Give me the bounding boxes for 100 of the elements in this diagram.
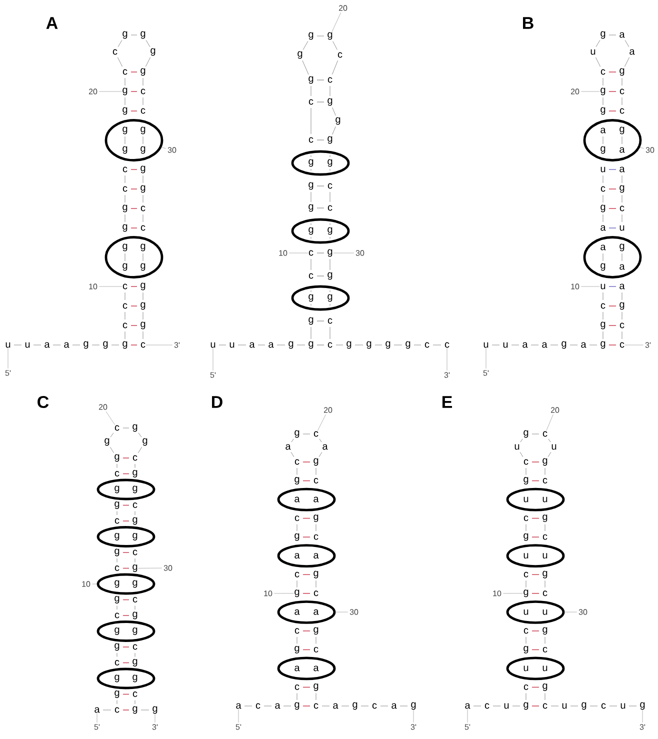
leader-line: [580, 286, 600, 287]
position-number: 30: [578, 609, 588, 615]
nucleotide-letter: c: [542, 646, 548, 652]
nucleotide-letter: c: [140, 342, 146, 348]
nucleotide-letter: c: [424, 342, 430, 348]
nucleotide-letter: g: [132, 659, 138, 666]
nucleotide-letter: g: [411, 702, 416, 710]
nucleotide-letter: g: [314, 514, 318, 522]
nucleotide-letter: a: [322, 444, 328, 450]
nucleotide-letter: g: [352, 702, 358, 710]
position-number: 20: [550, 407, 560, 413]
nucleotide-letter: a: [620, 32, 625, 38]
circled-base-pair: u u: [506, 600, 565, 624]
circled-base-pair: g g: [96, 668, 156, 690]
nucleotide-letter: c: [338, 52, 342, 58]
leader-line: [288, 252, 308, 254]
nucleotide-letter: g: [524, 646, 528, 654]
nucleotide-letter: g: [142, 438, 148, 446]
nucleotide-letter: c: [524, 459, 528, 465]
leader-line: [274, 593, 294, 594]
nucleotide-letter: c: [524, 516, 528, 522]
nucleotide-letter: c: [114, 518, 120, 524]
nucleotide-letter: c: [132, 644, 138, 650]
nucleotide-letter: g: [132, 564, 138, 572]
circled-base-pair: u u: [506, 656, 565, 680]
position-number: 10: [82, 581, 90, 587]
nucleotide-letter: g: [542, 627, 548, 635]
nucleotide-letter: c: [114, 612, 120, 618]
nucleotide-letter: c: [294, 516, 300, 522]
circled-base-pair: g g: [96, 526, 156, 548]
nucleotide-letter: u: [503, 342, 508, 348]
strand-end-label: 3': [174, 342, 180, 348]
leader-line: [580, 91, 600, 92]
nucleotide-letter: g: [114, 454, 120, 462]
nucleotide-letter: g: [294, 646, 300, 654]
nucleotide-letter: c: [600, 186, 606, 192]
nucleotide-letter: a: [275, 703, 280, 709]
nucleotide-letter: a: [630, 49, 635, 55]
circled-base-pair: g g: [96, 573, 156, 595]
strand-end-label: 5': [210, 372, 216, 378]
position-number: 30: [350, 609, 358, 615]
leader-line: [98, 286, 122, 287]
nucleotide-letter: c: [112, 49, 118, 55]
nucleotide-letter: g: [132, 612, 138, 620]
nucleotide-letter: a: [286, 444, 291, 450]
nucleotide-letter: g: [600, 322, 606, 330]
nucleotide-letter: c: [132, 550, 138, 556]
nucleotide-letter: c: [132, 455, 138, 461]
nucleotide-letter: g: [294, 590, 300, 598]
nucleotide-letter: c: [314, 646, 318, 652]
nucleotide-letter: g: [600, 31, 606, 39]
nucleotide-letter: c: [620, 206, 624, 212]
nucleotide-letter: g: [336, 117, 340, 125]
nucleotide-letter: g: [562, 341, 566, 349]
nucleotide-letter: a: [581, 342, 586, 348]
nucleotide-letter: g: [294, 430, 300, 438]
nucleotide-letter: g: [542, 514, 548, 522]
position-number: 30: [646, 147, 654, 153]
strand-end-label: 5': [236, 724, 242, 730]
nucleotide-letter: g: [346, 341, 352, 349]
nucleotide-letter: c: [256, 703, 260, 709]
nucleotide-letter: u: [6, 342, 10, 348]
nucleotide-letter: c: [484, 703, 490, 709]
circled-base-pair: g g: [291, 285, 350, 311]
circled-base-pair: a a: [277, 544, 336, 568]
nucleotide-letter: a: [392, 703, 397, 709]
nucleotide-letter: g: [114, 643, 120, 651]
nucleotide-letter: g: [150, 48, 156, 56]
nucleotide-letter: u: [552, 444, 556, 450]
leader-line: [446, 348, 448, 371]
leader-line: [96, 713, 98, 723]
nucleotide-letter: g: [542, 458, 548, 466]
nucleotide-letter: c: [122, 69, 128, 75]
position-number: 20: [98, 404, 108, 410]
nucleotide-letter: c: [122, 284, 128, 290]
nucleotide-letter: g: [103, 341, 108, 349]
leader-line: [212, 348, 214, 371]
nucleotide-letter: c: [328, 342, 332, 348]
position-number: 30: [168, 147, 176, 153]
nucleotide-letter: g: [298, 51, 302, 59]
strand-end-label: 3': [410, 724, 416, 730]
nucleotide-letter: c: [114, 425, 120, 431]
nucleotide-letter: g: [140, 185, 146, 193]
nucleotide-letter: g: [314, 627, 318, 635]
nucleotide-letter: g: [114, 548, 120, 556]
leader-line: [642, 710, 643, 723]
nucleotide-letter: g: [524, 702, 528, 710]
leader-line: [98, 91, 122, 92]
nucleotide-letter: g: [84, 341, 88, 349]
position-number: 10: [264, 590, 272, 596]
nucleotide-letter: c: [524, 572, 528, 578]
position-number: 10: [493, 590, 502, 596]
nucleotide-letter: c: [308, 99, 314, 105]
nucleotide-letter: g: [328, 32, 332, 40]
nucleotide-letter: a: [236, 703, 242, 709]
nucleotide-letter: c: [314, 590, 318, 596]
nucleotide-letter: u: [590, 49, 596, 55]
leader-line: [332, 12, 342, 32]
nucleotide-letter: u: [620, 703, 626, 709]
nucleotide-letter: u: [600, 284, 606, 290]
